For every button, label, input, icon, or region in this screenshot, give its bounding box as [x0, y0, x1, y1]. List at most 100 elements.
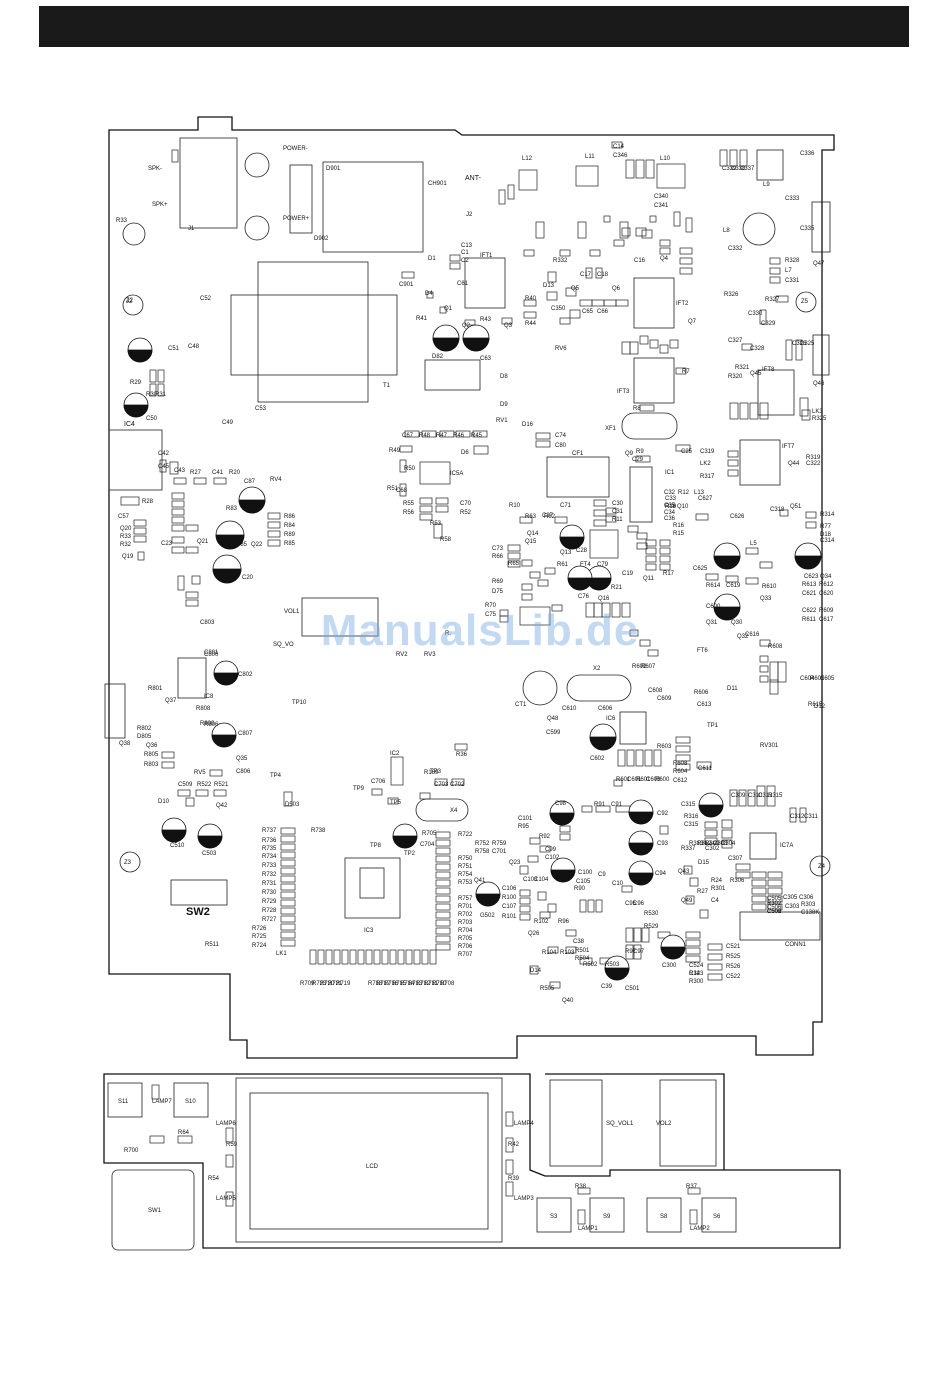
label-r33b: R33	[120, 534, 132, 540]
smd-part	[171, 524, 185, 532]
capacitor-symbol	[660, 934, 686, 960]
smd-part	[435, 839, 451, 847]
label-c331: C331	[785, 278, 800, 284]
smd-part	[679, 247, 693, 255]
label-r63: R63	[525, 514, 537, 520]
label-r55: R55	[403, 501, 415, 507]
label-conn1: CONN1	[785, 942, 807, 948]
label-r38: R38	[575, 1184, 587, 1190]
label-r750: R750	[458, 856, 473, 862]
smd-part	[629, 341, 639, 355]
label-tp5: TP5	[390, 800, 402, 806]
smd-part	[659, 539, 671, 547]
smd-part	[745, 547, 759, 555]
label-r608b: R608	[673, 761, 688, 767]
smd-part	[280, 907, 296, 915]
label-d6: D6	[461, 450, 469, 456]
smd-part	[725, 575, 739, 583]
label-r702: R702	[458, 912, 473, 918]
label-c341: C341	[654, 203, 669, 209]
smd-part	[569, 309, 581, 319]
capacitor-symbol	[127, 337, 153, 363]
component-labels: SPK-SPK+J1R33POWER-POWER+D901D902CH901AN…	[116, 144, 835, 1232]
smd-part	[435, 919, 451, 927]
smd-part	[419, 792, 431, 800]
smd-part	[621, 227, 631, 237]
label-c93: C93	[657, 841, 669, 847]
label-c314: C314	[820, 538, 835, 544]
label-r66: R66	[492, 554, 504, 560]
label-c18: C18	[597, 272, 609, 278]
smd-part	[795, 339, 803, 361]
smd-part	[639, 335, 649, 345]
label-tp9: TP9	[353, 786, 365, 792]
smd-part	[659, 247, 671, 255]
smd-part	[149, 1135, 165, 1144]
label-rv3: RV3	[424, 652, 436, 658]
label-r309: R309	[705, 841, 720, 847]
smd-part	[611, 141, 623, 149]
smd-part	[579, 957, 593, 965]
label-c627: C627	[698, 496, 713, 502]
smd-part	[673, 211, 681, 227]
smd-part	[537, 579, 549, 587]
smd-part	[639, 404, 655, 412]
label-tp1: TP1	[707, 723, 719, 729]
xf1-box	[621, 412, 678, 440]
label-ic2: IC2	[390, 751, 400, 757]
smd-part	[799, 807, 807, 823]
smd-part	[521, 559, 533, 567]
label-r503: R503	[605, 962, 620, 968]
label-tp10: TP10	[292, 700, 307, 706]
smd-part	[213, 477, 227, 485]
capacitor-symbol	[794, 542, 822, 570]
smd-part	[705, 573, 719, 581]
label-tp8: TP8	[370, 843, 382, 849]
label-q51: Q51	[790, 504, 802, 510]
label-r18: R18	[665, 504, 677, 510]
label-r612: R612	[819, 582, 834, 588]
smd-part	[419, 513, 433, 521]
smd-part	[535, 440, 551, 448]
smd-part	[527, 855, 539, 863]
label-c522: C522	[726, 974, 741, 980]
label-c901: C901	[399, 282, 414, 288]
smd-part	[507, 552, 521, 560]
label-q43: Q43	[678, 869, 690, 875]
capacitor-symbol	[550, 857, 576, 883]
smd-part	[225, 1154, 234, 1168]
label-c1: C1	[461, 250, 469, 256]
label-r611: R611	[802, 617, 817, 623]
ift1-box	[464, 257, 506, 309]
label-r735: R735	[262, 846, 277, 852]
label-c38: C38	[573, 939, 585, 945]
smd-part	[649, 339, 659, 349]
capacitor-symbol	[215, 520, 245, 550]
smd-part	[185, 599, 199, 607]
smd-part	[581, 805, 593, 813]
smd-part	[613, 779, 623, 787]
conn1-box	[739, 911, 821, 941]
label-r722: R722	[458, 832, 473, 838]
power-minus-pad	[244, 152, 270, 178]
smd-part	[435, 887, 451, 895]
smd-part	[507, 560, 521, 568]
capacitor-symbol	[713, 542, 741, 570]
label-q14: Q14	[527, 531, 539, 537]
vol1-box	[301, 597, 379, 637]
label-s6: S6	[713, 1214, 721, 1220]
smd-part	[280, 931, 296, 939]
smd-part	[529, 837, 541, 845]
label-r43: R43	[480, 317, 492, 323]
q47-box	[811, 201, 831, 253]
label-sw1: SW1	[148, 1208, 162, 1214]
label-c309: C309	[731, 793, 746, 799]
smd-part	[685, 217, 693, 233]
smd-part	[759, 309, 767, 325]
label-r91: R91	[594, 802, 606, 808]
label-r716: R716	[384, 981, 399, 987]
label-r728: R728	[262, 908, 277, 914]
capacitor-symbol	[559, 524, 585, 550]
label-r713: R713	[408, 981, 423, 987]
smd-part	[439, 430, 455, 438]
